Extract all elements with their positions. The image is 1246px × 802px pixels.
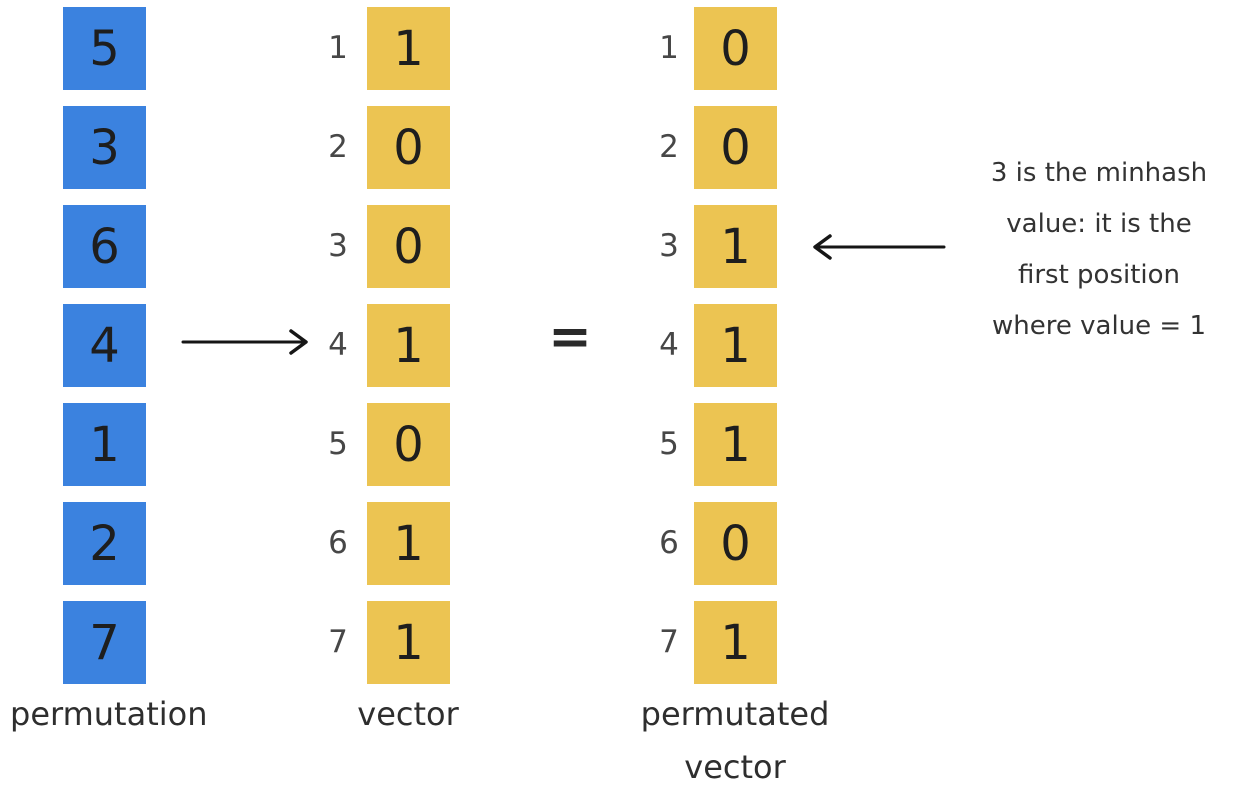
- permutated-vector-index: 1: [659, 30, 679, 66]
- permutation-cell: 7: [63, 601, 146, 684]
- permutated-vector-cell: 0: [694, 502, 777, 585]
- permutated-vector-value: 1: [720, 317, 751, 374]
- annotation-line: value: it is the: [1006, 209, 1192, 239]
- arrow-right-icon: [181, 329, 308, 355]
- permutated-vector-value: 1: [720, 218, 751, 275]
- vector-index: 6: [328, 525, 348, 561]
- permutation-value: 3: [89, 119, 120, 176]
- vector-value: 1: [393, 20, 424, 77]
- vector-value: 0: [393, 218, 424, 275]
- vector-value: 1: [393, 614, 424, 671]
- permutated-vector-value: 0: [720, 119, 751, 176]
- permutation-cell: 2: [63, 502, 146, 585]
- permutation-value: 7: [89, 614, 120, 671]
- permutation-cell: 6: [63, 205, 146, 288]
- permutated-vector-index: 6: [659, 525, 679, 561]
- vector-index: 3: [328, 228, 348, 264]
- arrow-left-icon: [813, 234, 946, 260]
- annotation-line: where value = 1: [992, 311, 1206, 341]
- vector-cell: 1: [367, 304, 450, 387]
- permutation-value: 6: [89, 218, 120, 275]
- permutation-value: 1: [89, 416, 120, 473]
- vector-index: 7: [328, 624, 348, 660]
- permutated-vector-cell: 1: [694, 403, 777, 486]
- permutation-cell: 1: [63, 403, 146, 486]
- vector-index: 2: [328, 129, 348, 165]
- permutated-vector-label-line2: vector: [684, 748, 786, 786]
- vector-value: 0: [393, 119, 424, 176]
- vector-value: 1: [393, 317, 424, 374]
- vector-index: 1: [328, 30, 348, 66]
- vector-value: 1: [393, 515, 424, 572]
- permutated-vector-index: 4: [659, 327, 679, 363]
- vector-value: 0: [393, 416, 424, 473]
- permutated-vector-cell: 1: [694, 304, 777, 387]
- vector-index: 4: [328, 327, 348, 363]
- vector-cell: 1: [367, 502, 450, 585]
- permutated-vector-cell: 1: [694, 205, 777, 288]
- permutation-value: 5: [89, 20, 120, 77]
- permutated-vector-value: 1: [720, 416, 751, 473]
- equals-sign: =: [548, 307, 592, 367]
- annotation-line: 3 is the minhash: [990, 158, 1208, 188]
- annotation-line: first position: [1017, 260, 1181, 290]
- permutated-vector-cell: 0: [694, 106, 777, 189]
- vector-cell: 1: [367, 7, 450, 90]
- permutation-cell: 4: [63, 304, 146, 387]
- vector-label: vector: [357, 695, 459, 733]
- vector-index: 5: [328, 426, 348, 462]
- permutation-cell: 3: [63, 106, 146, 189]
- permutation-cell: 5: [63, 7, 146, 90]
- permutated-vector-cell: 0: [694, 7, 777, 90]
- minhash-annotation: 3 is the minhash value: it is the first …: [953, 148, 1245, 352]
- vector-cell: 1: [367, 601, 450, 684]
- permutated-vector-index: 3: [659, 228, 679, 264]
- permutated-vector-index: 7: [659, 624, 679, 660]
- permutated-vector-value: 1: [720, 614, 751, 671]
- permutation-value: 2: [89, 515, 120, 572]
- permutation-value: 4: [89, 317, 120, 374]
- permutated-vector-value: 0: [720, 515, 751, 572]
- permutated-vector-cell: 1: [694, 601, 777, 684]
- permutated-vector-label-line1: permutated: [640, 695, 830, 733]
- permutation-label: permutation: [10, 695, 208, 733]
- permutated-vector-label: permutated vector: [640, 688, 830, 794]
- vector-cell: 0: [367, 106, 450, 189]
- vector-cell: 0: [367, 205, 450, 288]
- permutated-vector-index: 2: [659, 129, 679, 165]
- permutated-vector-index: 5: [659, 426, 679, 462]
- vector-cell: 0: [367, 403, 450, 486]
- permutated-vector-value: 0: [720, 20, 751, 77]
